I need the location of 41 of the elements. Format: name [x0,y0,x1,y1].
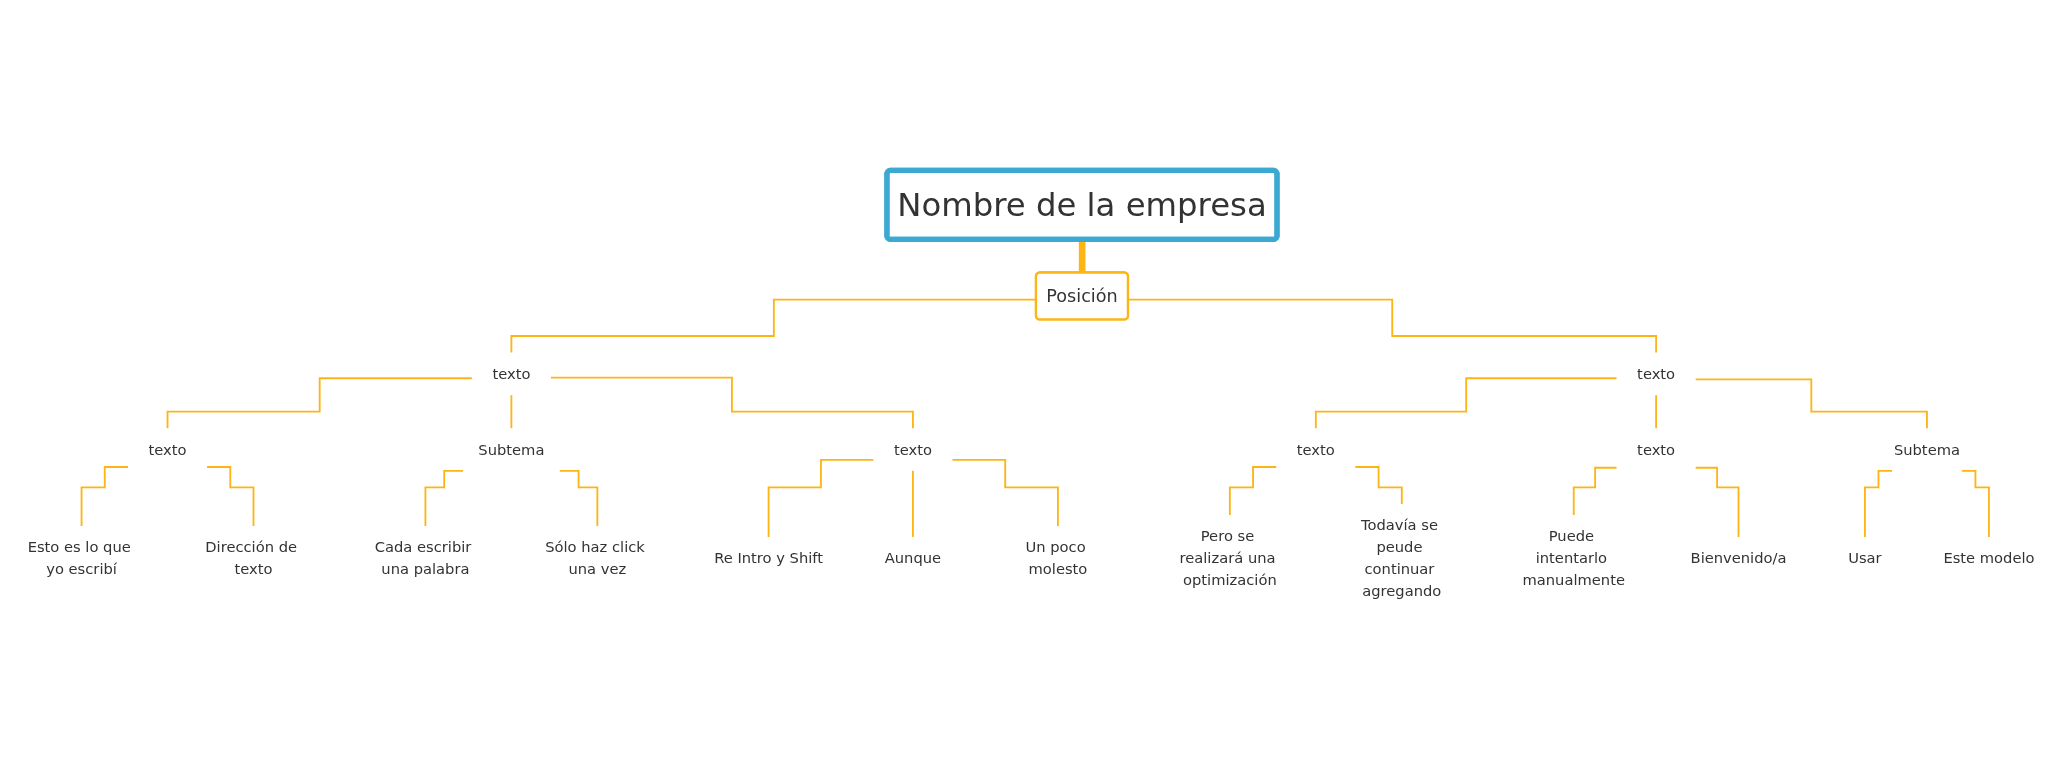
connector [1127,298,1658,354]
node-text: Esto es lo que yo escribí [27,538,131,579]
connector [1228,466,1278,516]
connector [510,394,513,430]
node-text: Aunque [884,549,942,568]
node-text: Subtema [1893,440,1960,459]
connector [951,458,1059,527]
connector [912,469,914,538]
node-text: Un poco molesto [1025,538,1088,579]
node-text: Sólo haz click una vez [545,538,645,579]
connector [1960,469,1990,538]
connector [550,376,914,430]
node-text: texto [893,440,932,459]
node-text: texto [148,440,187,459]
node-text: Re Intro y Shift [714,549,824,568]
connector [1864,469,1893,538]
node-text: Bienvenido/a [1690,549,1787,568]
connector [206,466,255,527]
connector [1314,377,1618,430]
node-text: Cada escribir una palabra [374,538,472,579]
node-text: Dirección de texto [205,538,298,579]
connector [1655,394,1658,430]
connector [558,469,599,527]
connector [1694,466,1740,538]
node-text: Usar [1848,549,1882,568]
node-text: Puede intentarlo manualmente [1522,527,1625,590]
connector [166,377,473,430]
connector [80,466,129,527]
connector [424,469,464,527]
node-text: Pero se realizará una optimización [1179,527,1277,590]
node-text: texto [1637,440,1676,459]
connector [767,459,875,538]
connector [1572,466,1618,516]
node-text: texto [492,365,531,383]
node-text: Subtema [478,440,545,459]
node-text: Todavía se peude continuar agregando [1360,516,1442,601]
connector [1694,378,1928,430]
node-text: Este modelo [1943,549,2035,568]
node-text: texto [1637,365,1676,383]
node-text: texto [1296,440,1335,459]
connector [1354,466,1403,505]
